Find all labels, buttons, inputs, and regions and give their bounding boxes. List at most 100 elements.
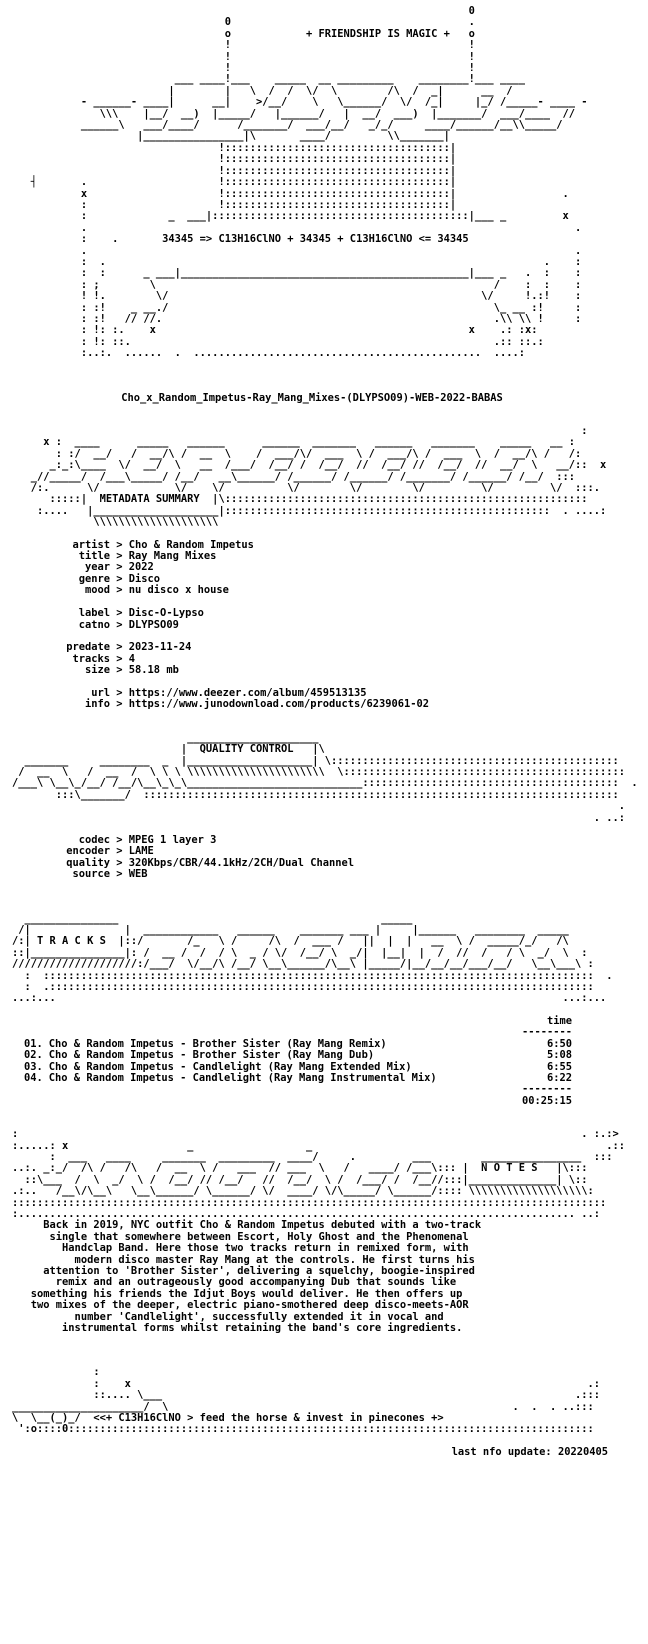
notes-line: modern disco master Ray Mang at the cont… (12, 1253, 475, 1266)
field-row: encoder > LAME (12, 845, 636, 858)
tracklist: time--------01.Cho & Random Impetus - Br… (12, 1014, 636, 1107)
notes-section-banner: : . :.:> :.....: x _ _ .:: (12, 1128, 626, 1220)
notes-line: number 'Candlelight', successfully exten… (12, 1310, 444, 1323)
track-time: 5:08 (546, 1049, 572, 1062)
footer-deco-bottom: ':o::::0::::::::::::::::::::::::::::::::… (12, 1423, 594, 1436)
field-value: Disc-O-Lypso (128, 607, 204, 620)
tracklist-time-rule: -------- (521, 1026, 572, 1039)
last-update-label: last nfo update: (451, 1445, 552, 1458)
footer-deco-left: \ \__(_)_/ (12, 1412, 94, 1425)
field-row: quality > 320Kbps/CBR/44.1kHz/2CH/Dual C… (12, 856, 636, 869)
field-separator: > (110, 607, 129, 620)
field-separator: > (110, 664, 129, 677)
field-value: 58.18 mb (128, 664, 179, 677)
field-key: quality (66, 856, 110, 869)
field-row: info > https://www.junodownload.com/prod… (12, 698, 636, 711)
field-separator: > (110, 641, 129, 654)
notes-line: something his friends the Idjut Boys wou… (12, 1287, 463, 1300)
field-key: catno (78, 618, 110, 631)
notes-line: remix and an outrageously good accompany… (12, 1276, 457, 1289)
last-update-row: last nfo update: 20220405 (12, 1445, 608, 1458)
track-time: 6:55 (546, 1060, 572, 1073)
field-key: url (91, 686, 110, 699)
notes-line: Handclap Band. Here those two tracks ret… (12, 1242, 469, 1255)
track-name: Cho & Random Impetus - Candlelight (Ray … (48, 1071, 437, 1084)
field-key: label (78, 607, 110, 620)
field-value: LAME (128, 845, 154, 858)
field-value: 2023-11-24 (128, 641, 192, 654)
field-key: genre (78, 572, 110, 585)
field-row: predate > 2023-11-24 (12, 641, 636, 654)
field-key: mood (84, 584, 110, 597)
tracklist-total-time: 00:25:15 (521, 1094, 572, 1107)
track-row: 04. Cho & Random Impetus - Candlelight (R… (12, 1071, 572, 1084)
field-value: DLYPSO09 (128, 618, 179, 631)
field-separator: > (110, 550, 129, 563)
track-number: 02. (24, 1049, 43, 1062)
release-name: Cho_x_Random_Impetus-Ray_Mang_Mixes-(DLY… (121, 391, 503, 404)
field-value: 4 (128, 652, 136, 665)
field-key: source (72, 868, 110, 881)
nfo-document: 0 0 . o + FRIENDSHIP IS MAGIC + o ! (12, 5, 638, 1458)
field-value: https://www.junodownload.com/products/62… (128, 698, 430, 711)
field-value: Ray Mang Mixes (128, 550, 217, 563)
header-ascii-art: 0 0 . o + FRIENDSHIP IS MAGIC + o ! (30, 5, 588, 360)
field-row: tracks > 4 (12, 652, 636, 665)
field-row: codec > MPEG 1 layer 3 (12, 834, 636, 846)
notes-line: instrumental forms whilst retaining the … (12, 1322, 463, 1335)
track-number: 03. (24, 1060, 43, 1073)
metadata-section-banner: : x : ____ _____ ______ ______ _______ _… (30, 425, 607, 529)
notes-text: Back in 2019, NYC outfit Cho & Random Im… (12, 1219, 636, 1335)
track-number: 04. (24, 1071, 43, 1084)
field-row: source > WEB (12, 868, 636, 881)
track-time: 6:22 (546, 1071, 572, 1084)
field-key: title (78, 550, 110, 563)
field-separator: > (110, 618, 129, 631)
notes-line: two mixes of the deeper, electric piano-… (12, 1299, 469, 1312)
track-time: 6:50 (546, 1037, 572, 1050)
field-key: tracks (72, 652, 110, 665)
field-row: year > 2022 (12, 561, 636, 574)
track-name: Cho & Random Impetus - Candlelight (Ray … (48, 1060, 412, 1073)
tracklist-time-header: time (546, 1014, 572, 1027)
field-separator: > (110, 698, 129, 711)
notes-line: attention to 'Brother Sister', deliverin… (12, 1265, 475, 1277)
track-row: 03. Cho & Random Impetus - Candlelight (R… (12, 1060, 572, 1073)
notes-line: Back in 2019, NYC outfit Cho & Random Im… (12, 1219, 482, 1232)
field-key: codec (78, 834, 110, 846)
field-separator: > (110, 856, 129, 869)
field-separator: > (110, 584, 129, 597)
field-row: label > Disc-O-Lypso (12, 607, 636, 620)
track-name: Cho & Random Impetus - Brother Sister (R… (48, 1037, 387, 1050)
track-row: 01. Cho & Random Impetus - Brother Sister… (12, 1037, 572, 1050)
field-key: size (84, 664, 110, 677)
field-value: MPEG 1 layer 3 (128, 834, 217, 846)
field-row: size > 58.18 mb (12, 664, 636, 677)
notes-line: single that somewhere between Escort, Ho… (12, 1230, 469, 1243)
tracklist-total-rule: -------- (521, 1083, 572, 1096)
field-value: Cho & Random Impetus (128, 538, 254, 551)
field-row: title > Ray Mang Mixes (12, 550, 636, 563)
field-separator: > (110, 652, 129, 665)
field-separator: > (110, 834, 129, 846)
field-key: info (84, 698, 110, 711)
field-value: 320Kbps/CBR/44.1kHz/2CH/Dual Channel (128, 856, 354, 869)
field-separator: > (110, 572, 129, 585)
track-row: 02.Cho & Random Impetus - Brother Sister… (12, 1049, 572, 1062)
field-key: encoder (66, 845, 110, 858)
field-separator: > (110, 686, 129, 699)
field-value: 2022 (128, 561, 154, 574)
track-number: 01. (24, 1037, 43, 1050)
field-value: https://www.deezer.com/album/459513135 (128, 686, 367, 699)
field-value: WEB (128, 868, 148, 881)
field-row: catno > DLYPSO09 (12, 618, 636, 631)
field-key: predate (66, 641, 110, 654)
field-value: Disco (128, 572, 161, 585)
footer-tagline-row: \ \__(_)_/ <<+ C13H16ClNO > feed the hor… (12, 1412, 636, 1425)
field-row: mood > nu disco x house (12, 584, 636, 597)
field-separator: > (110, 868, 129, 881)
tracks-section-banner: _______________ _____ /| | ____________ … (12, 912, 613, 1005)
footer-ascii-art: : : x .: ::.... \___ .::: ________ (12, 1366, 601, 1413)
